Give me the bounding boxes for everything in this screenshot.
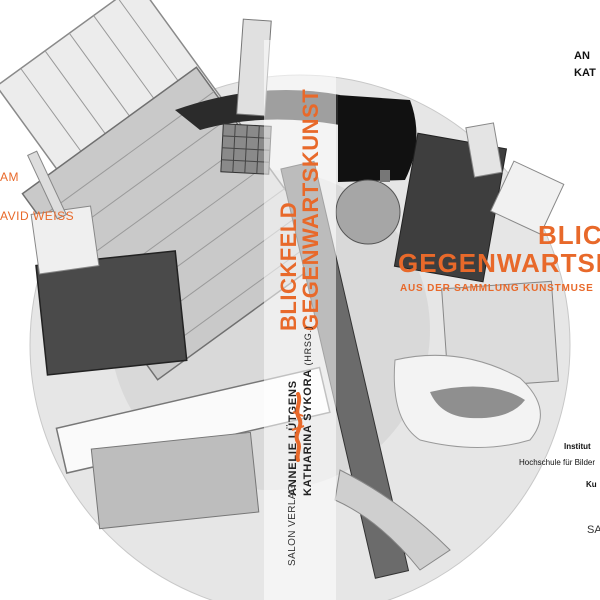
black-wedge — [338, 95, 417, 182]
front-title-line-1: BLIC — [538, 220, 600, 250]
small-fragment-1 — [490, 160, 565, 235]
sphere-tab — [380, 170, 390, 182]
grey-panel — [90, 431, 260, 530]
back-cover-text-2: AVID WEISS — [0, 209, 75, 223]
front-author-1: AN — [574, 50, 590, 62]
thin-stick — [27, 150, 67, 220]
front-publisher: SA — [587, 524, 600, 536]
rock-shadow — [430, 386, 525, 419]
dark-slab — [35, 250, 188, 376]
front-institute: Institut — [564, 442, 591, 451]
spine-editor-note: (HRSG.) — [303, 325, 313, 366]
small-fragment-2 — [465, 122, 503, 178]
spine-title-line-2: GEGENWARTSKUNST — [298, 88, 323, 331]
front-author-2: KAT — [574, 67, 596, 79]
orange-brush-figure-icon — [291, 392, 305, 462]
spine-band — [264, 40, 336, 600]
back-cover-text-1: AM — [0, 170, 19, 184]
grid-tile — [220, 123, 272, 175]
grey-sphere — [335, 179, 401, 245]
front-ku: Ku — [586, 480, 597, 489]
front-title-line-2: GEGENWARTSK — [398, 248, 600, 278]
front-subtitle: AUS DER SAMMLUNG KUNSTMUSE — [400, 283, 594, 294]
spine-publisher: SALON VERLAG — [287, 483, 298, 566]
bottom-arc — [334, 469, 451, 571]
front-school: Hochschule für Bilder — [519, 458, 596, 467]
